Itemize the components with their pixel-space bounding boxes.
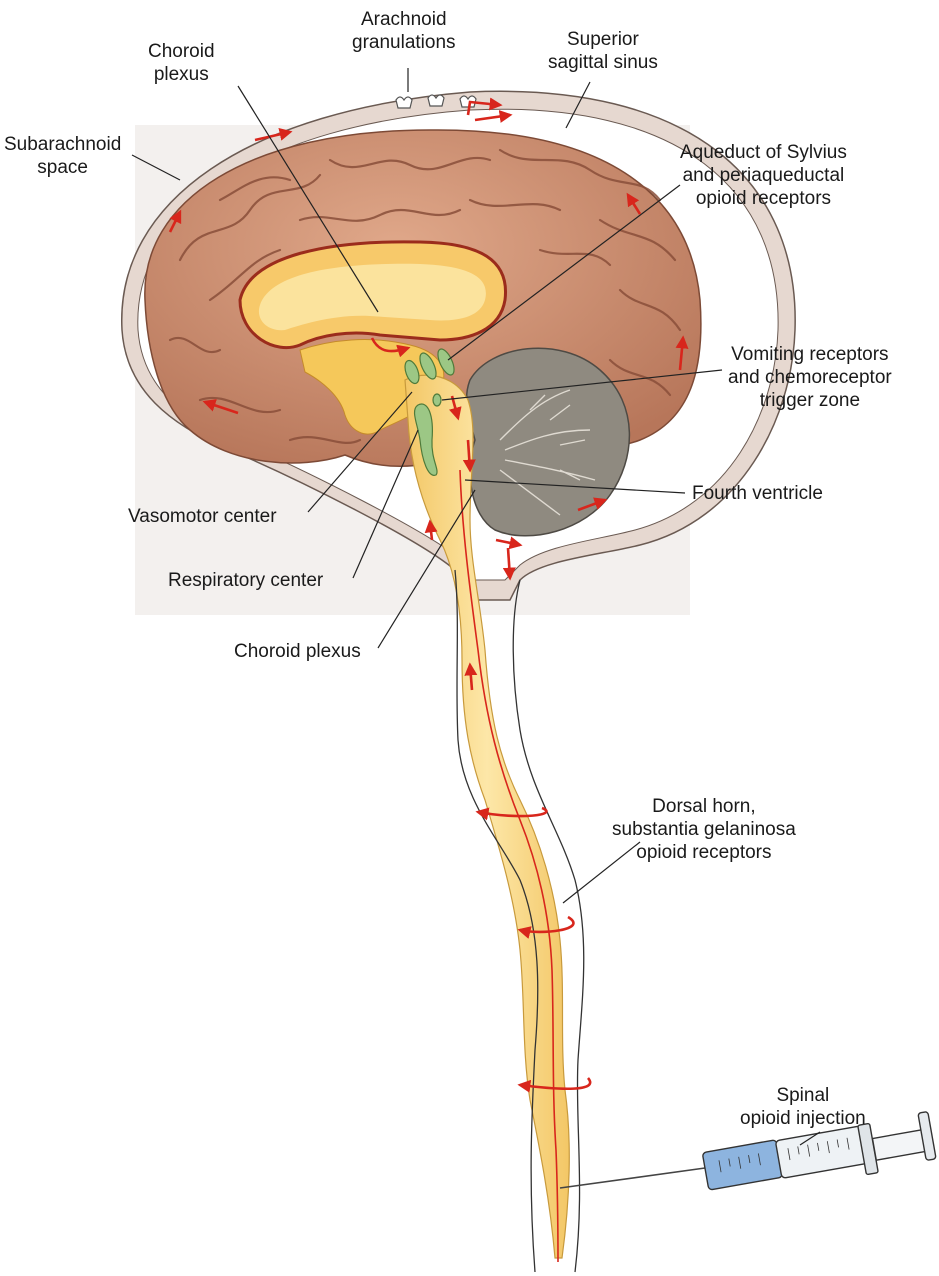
label-aqueduct-of-sylvius: Aqueduct of Sylvius and periaqueductal o… [680, 141, 847, 210]
label-vomiting-receptors: Vomiting receptors and chemoreceptor tri… [728, 343, 892, 412]
label-arachnoid-granulations: Arachnoid granulations [352, 8, 456, 54]
label-spinal-opioid-injection: Spinal opioid injection [740, 1084, 866, 1130]
label-choroid-plexus-bottom: Choroid plexus [234, 640, 361, 663]
label-fourth-ventricle: Fourth ventricle [692, 482, 823, 505]
label-subarachnoid-space: Subarachnoid space [4, 133, 121, 179]
label-vasomotor-center: Vasomotor center [128, 505, 277, 528]
label-respiratory-center: Respiratory center [168, 569, 323, 592]
label-superior-sagittal-sinus: Superior sagittal sinus [548, 28, 658, 74]
label-choroid-plexus-top: Choroid plexus [148, 40, 215, 86]
label-dorsal-horn: Dorsal horn, substantia gelaninosa opioi… [612, 795, 796, 864]
